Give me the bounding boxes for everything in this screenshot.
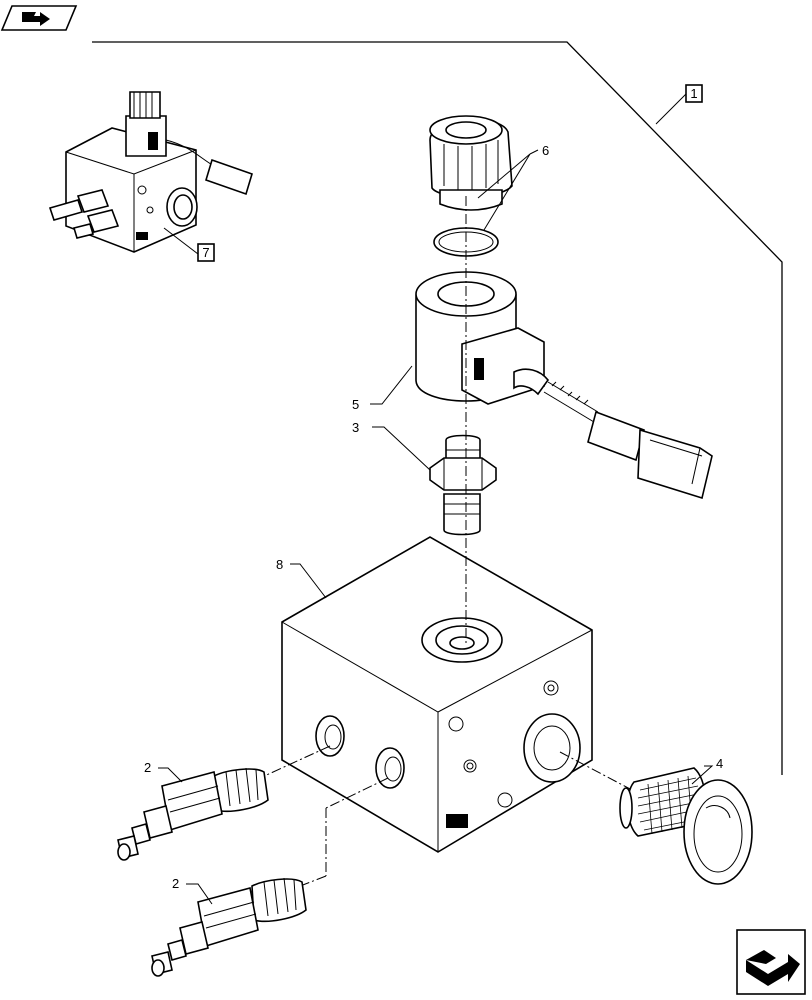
callout-3: 3 xyxy=(352,420,431,471)
callout-8: 8 xyxy=(276,557,327,599)
coil-nut xyxy=(429,115,513,211)
explosion-centerlines xyxy=(259,196,633,891)
manifold-block xyxy=(281,536,593,853)
solenoid-coil xyxy=(415,271,713,500)
callout-4: 4 xyxy=(691,756,723,785)
svg-text:2: 2 xyxy=(144,760,151,775)
svg-text:8: 8 xyxy=(276,557,283,572)
callout-2a: 2 xyxy=(144,760,183,783)
relief-valve-lower xyxy=(151,877,307,977)
callout-1: 1 xyxy=(685,84,703,103)
cartridge-stem xyxy=(429,434,497,536)
callout-2b: 2 xyxy=(172,876,213,905)
callout-6: 6 xyxy=(477,143,549,231)
callout-7: 7 xyxy=(197,243,215,262)
next-page-arrow-icon[interactable] xyxy=(736,929,806,995)
svg-text:2: 2 xyxy=(172,876,179,891)
assembly-boundary-line xyxy=(92,41,783,775)
svg-text:7: 7 xyxy=(202,245,209,260)
svg-text:6: 6 xyxy=(542,143,549,158)
svg-text:1: 1 xyxy=(690,86,697,101)
book-arrow-icon[interactable] xyxy=(0,5,78,31)
callout-5: 5 xyxy=(352,365,413,412)
valve-assembly-thumbnail xyxy=(48,91,253,255)
strainer-filter xyxy=(619,767,753,885)
svg-text:4: 4 xyxy=(716,756,723,771)
svg-text:3: 3 xyxy=(352,420,359,435)
svg-text:5: 5 xyxy=(352,397,359,412)
relief-valve-upper xyxy=(117,767,269,861)
